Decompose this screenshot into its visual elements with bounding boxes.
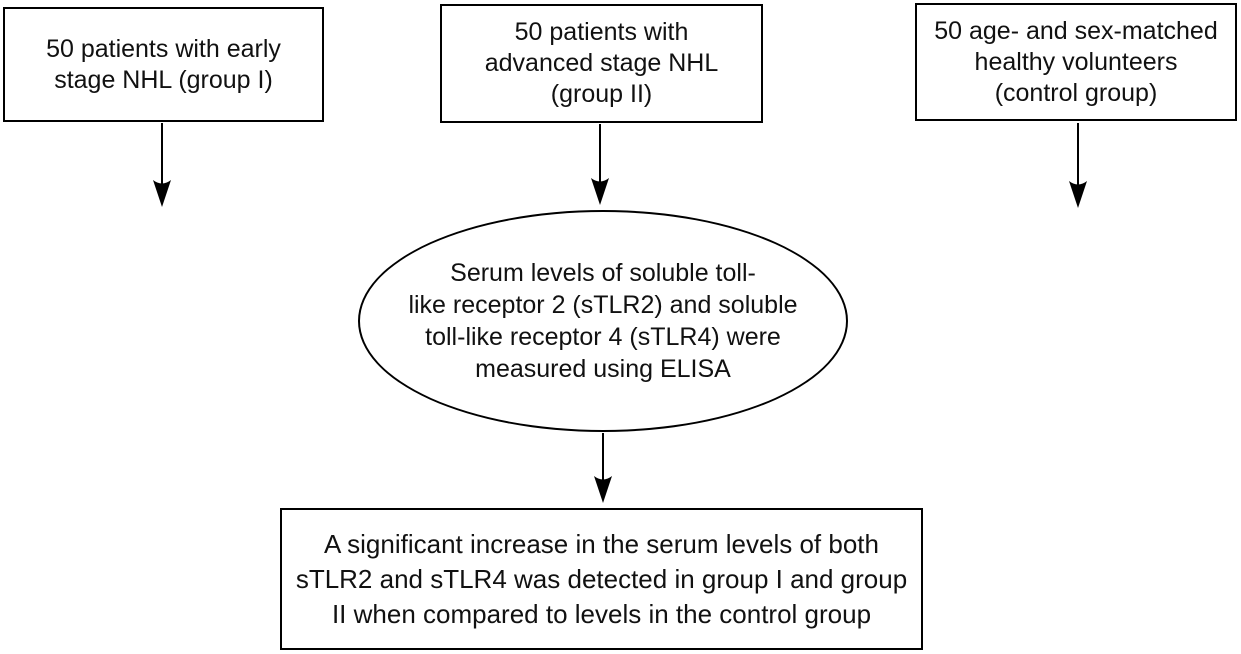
node-text-line: advanced stage NHL xyxy=(484,49,719,77)
node-result-significant-increase: A significant increase in the serum leve… xyxy=(280,508,923,650)
node-text-line: sTLR2 and sTLR4 was detected in group I … xyxy=(295,563,908,594)
arrow-group2-to-process-icon xyxy=(591,124,609,205)
arrow-control-down-icon xyxy=(1069,123,1087,208)
node-text-line: healthy volunteers xyxy=(974,47,1178,76)
node-process-elisa-measurement: Serum levels of soluble toll- like recep… xyxy=(358,210,848,432)
arrow-process-to-result-icon xyxy=(594,433,612,503)
node-text-line: toll-like receptor 4 (sTLR4) were xyxy=(425,323,781,351)
node-control-group-volunteers: 50 age- and sex-matched healthy voluntee… xyxy=(915,3,1237,121)
node-text-line: stage NHL (group I) xyxy=(54,65,273,94)
arrow-group1-down-icon xyxy=(153,123,171,207)
node-group2-advanced-stage-nhl: 50 patients with advanced stage NHL (gro… xyxy=(440,4,763,123)
node-text-line: II when compared to levels in the contro… xyxy=(331,598,872,629)
node-text-line: A significant increase in the serum leve… xyxy=(324,528,879,559)
node-text-line: Serum levels of soluble toll- xyxy=(450,259,756,287)
node-text-line: 50 patients with early xyxy=(46,34,281,63)
node-text-line: 50 patients with xyxy=(514,18,689,46)
node-text-line: (group II) xyxy=(550,80,653,108)
node-text-line: 50 age- and sex-matched xyxy=(934,16,1218,45)
node-text-line: like receptor 2 (sTLR2) and soluble xyxy=(408,291,798,319)
node-text-line: (control group) xyxy=(994,78,1158,107)
node-text-line: measured using ELISA xyxy=(475,355,731,383)
node-group1-early-stage-nhl: 50 patients with early stage NHL (group … xyxy=(3,7,324,122)
